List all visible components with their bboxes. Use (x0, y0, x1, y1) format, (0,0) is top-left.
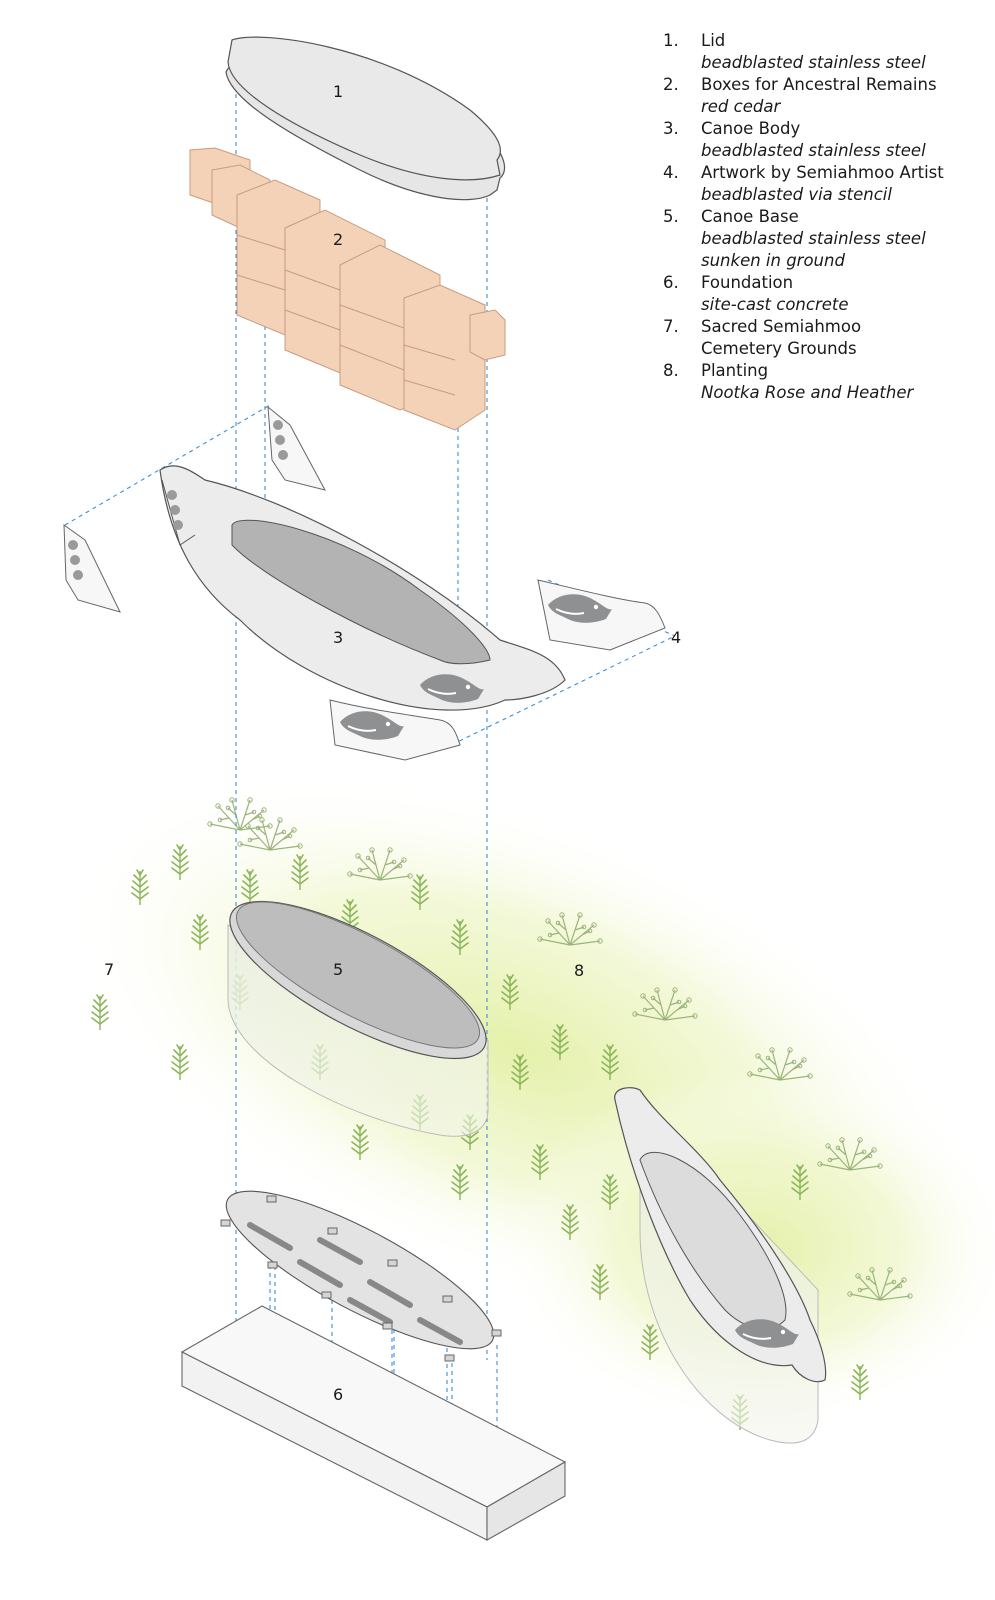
legend-item-detail: beadblasted stainless steel (701, 229, 926, 248)
legend: 1. Lid beadblasted stainless steel 2. Boxes … (663, 30, 988, 404)
label-foundation: 6 (333, 1385, 343, 1404)
legend-item-number: 7. (663, 317, 679, 336)
assembled-canoe-view (614, 1087, 827, 1444)
legend-item-number: 6. (663, 273, 679, 292)
legend-item-text: Foundation site-cast concrete (701, 272, 849, 316)
legend-item-text: Lid beadblasted stainless steel (701, 30, 926, 74)
label-canoe-base: 5 (333, 960, 343, 979)
legend-item-detail: beadblasted stainless steel (701, 53, 926, 72)
legend-item-detail: Nootka Rose and Heather (701, 383, 914, 402)
legend-item: 6. Foundation site-cast concrete (663, 272, 988, 316)
legend-item: 1. Lid beadblasted stainless steel (663, 30, 988, 74)
legend-item-text: Artwork by Semiahmoo Artist beadblasted v… (701, 162, 944, 206)
legend-item-text: Canoe Base beadblasted stainless steel sun… (701, 206, 926, 272)
legend-item-title: Sacred Semiahmoo (701, 317, 862, 336)
legend-item-number: 4. (663, 163, 679, 182)
label-artwork: 4 (671, 628, 681, 647)
legend-item-number: 1. (663, 31, 679, 50)
legend-item-detail: sunken in ground (701, 251, 845, 270)
legend-item: 5. Canoe Base beadblasted stainless steel s… (663, 206, 988, 272)
legend-item-title: Lid (701, 31, 726, 50)
legend-item-title: Artwork by Semiahmoo Artist (701, 163, 944, 182)
legend-item: 4. Artwork by Semiahmoo Artist beadblasted… (663, 162, 988, 206)
legend-item-title: Foundation (701, 273, 794, 292)
legend-item-number: 5. (663, 207, 679, 226)
legend-item-number: 3. (663, 119, 679, 138)
legend-item-title: Canoe Body (701, 119, 801, 138)
legend-item-title: Boxes for Ancestral Remains (701, 75, 937, 94)
canoe-base (227, 900, 489, 1137)
legend-item-detail: red cedar (701, 97, 781, 116)
label-lid: 1 (333, 82, 343, 101)
legend-item-number: 8. (663, 361, 679, 380)
label-planting: 8 (574, 961, 584, 980)
legend-item-title: Canoe Base (701, 207, 799, 226)
foundation (180, 1305, 567, 1541)
ground-planting-area (66, 771, 995, 1431)
legend-item-detail: site-cast concrete (701, 295, 849, 314)
label-canoe-body: 3 (333, 628, 343, 647)
legend-item: 3. Canoe Body beadblasted stainless steel (663, 118, 988, 162)
legend-item-text: Boxes for Ancestral Remains red cedar (701, 74, 937, 118)
foundation-plate (220, 1190, 502, 1362)
legend-item: 2. Boxes for Ancestral Remains red cedar (663, 74, 988, 118)
label-boxes: 2 (333, 230, 343, 249)
artwork-panels (63, 405, 666, 761)
boxes-for-ancestral-remains (189, 147, 506, 431)
legend-item-number: 2. (663, 75, 679, 94)
legend-item-detail: beadblasted stainless steel (701, 141, 926, 160)
label-cemetery-grounds: 7 (104, 960, 114, 979)
canoe-body (159, 465, 566, 711)
legend-item-text: Canoe Body beadblasted stainless steel (701, 118, 926, 162)
legend-item-title: Planting (701, 361, 769, 380)
lid (225, 36, 506, 201)
legend-item-detail: beadblasted via stencil (701, 185, 892, 204)
legend-item-detail: Cemetery Grounds (701, 339, 857, 358)
